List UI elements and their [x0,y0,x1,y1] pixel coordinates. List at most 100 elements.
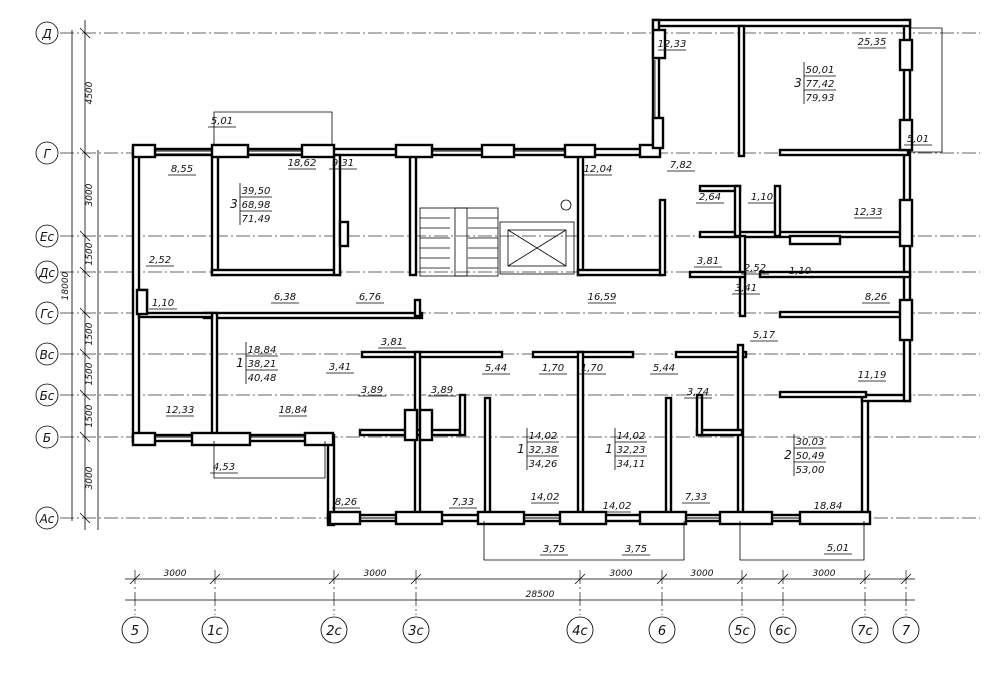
left-dim-value: 1500 [85,242,95,265]
row-axis-bubble [35,383,59,407]
apartment-gross-area: 53,00 [796,465,825,476]
row-axis-label: Д [41,27,51,41]
bottom-dim-value: 3000 [813,569,836,579]
apartment-gross-area: 71,49 [242,214,271,225]
area-label: 3,81 [381,337,403,348]
area-label: 12,33 [854,207,883,218]
apartment-rooms: 1 [605,442,613,456]
left-dim-value: 3000 [85,466,95,489]
row-axis-label: Гс [40,307,54,321]
apartment-living-area: 39,50 [242,186,271,197]
apartment-total-area: 50,49 [796,451,825,462]
row-axis-bubble [35,342,59,366]
col-axis-label: 5 [131,624,139,639]
apartment-total-area: 77,42 [806,79,835,90]
area-label: 7,33 [452,497,474,508]
row-axis-bubble [35,21,59,45]
row-axis-bubble [35,260,59,284]
area-label: 5,44 [653,363,675,374]
area-label: 14,02 [531,492,560,503]
col-axis-bubble [201,616,229,644]
col-axis-bubble [769,616,797,644]
area-label: 3,41 [735,283,757,294]
area-label: 2,52 [744,263,766,274]
left-dim-value: 1500 [85,404,95,427]
apartment-rooms: 1 [517,442,525,456]
apartment-tables: 339,5068,9871,49118,8438,2140,48114,0232… [230,62,836,476]
apartment-living-area: 18,84 [248,345,277,356]
stairwell [419,199,575,277]
area-label: 8,26 [335,497,357,508]
col-axis-bubble [648,616,676,644]
row-axis-bubble [35,141,59,165]
col-axis-label: 5с [734,624,749,639]
area-label: 6,38 [274,292,296,303]
walls [131,18,914,527]
area-label: 8,26 [865,292,887,303]
apartment-rooms: 1 [236,356,244,370]
area-label: 5,17 [753,330,776,341]
area-label: 4,53 [213,462,235,473]
left-dim-value: 1500 [85,362,95,385]
row-axis-label: Г [44,147,52,161]
col-axis-bubble [566,616,594,644]
row-axis-label: Бс [40,389,55,403]
total-width-value: 28500 [526,590,555,600]
windows [155,27,943,561]
area-label: 3,75 [543,544,565,555]
row-axis-label: Б [43,431,51,445]
area-label: 18,84 [814,501,843,512]
area-label: 18,84 [279,405,308,416]
area-label: 3,81 [697,256,719,267]
area-label: 3,74 [687,387,709,398]
apartment-total-area: 38,21 [248,359,277,370]
col-axis-label: 6с [775,624,790,639]
bottom-dim-value: 3000 [610,569,633,579]
area-label: 12,04 [584,164,613,175]
apartment-rooms: 2 [784,448,792,462]
bottom-dim-value: 3000 [164,569,187,579]
area-label: 5,44 [485,363,507,374]
area-label: 14,02 [603,501,632,512]
area-label: 3,75 [625,544,647,555]
area-label: 5,01 [827,543,849,554]
area-label: 1,10 [789,266,811,277]
col-axis-bubble [892,616,920,644]
apartment-total-area: 32,23 [617,445,646,456]
col-axis-bubble [402,616,430,644]
area-label: 7,82 [670,160,692,171]
apartment-gross-area: 79,93 [806,93,835,104]
apartment-rooms: 3 [794,76,802,90]
row-axis-bubble [35,301,59,325]
left-dim-value: 4500 [85,81,95,104]
area-label: 2,64 [699,192,721,203]
apartment-living-area: 30,03 [796,437,825,448]
row-axis-bubble [35,506,59,530]
area-label: 8,55 [171,164,193,175]
col-axis-label: 2с [326,624,341,639]
col-axis-label: 6 [658,624,666,639]
row-axis-bubble [35,224,59,248]
bottom-dim-value: 3000 [691,569,714,579]
apartment-living-area: 50,01 [806,65,835,76]
row-axis-label: Ас [39,512,55,526]
area-label: 18,62 [288,158,317,169]
apartment-gross-area: 34,26 [529,459,558,470]
col-axis-bubble [121,616,149,644]
col-axis-bubble [851,616,879,644]
col-axis-label: 1с [207,624,222,639]
area-label: 12,33 [166,405,195,416]
left-dim-value: 3000 [85,183,95,206]
col-axis-label: 3с [408,624,423,639]
area-label: 5,01 [211,116,233,127]
area-label: 9,31 [332,158,354,169]
row-axis-label: Ес [40,230,55,244]
area-label: 2,52 [149,255,171,266]
area-label: 1,70 [581,363,603,374]
